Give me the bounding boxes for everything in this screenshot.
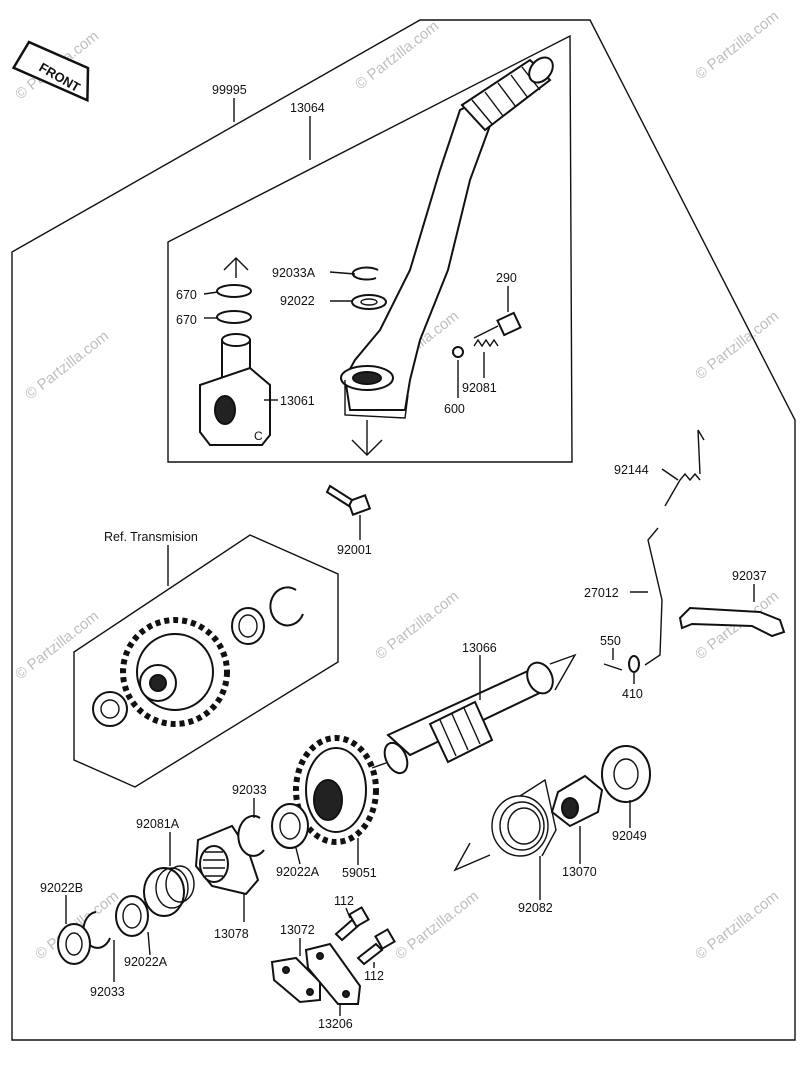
watermark: © Partzilla.com — [352, 18, 442, 94]
label-13061: 13061 — [280, 394, 315, 408]
return-spring-92144 — [664, 429, 705, 507]
bolt-112-upper — [334, 906, 370, 942]
label-670-lower: 670 — [176, 313, 197, 327]
label-92022a-upper: 92022A — [276, 865, 320, 879]
label-600: 600 — [444, 402, 465, 416]
guide-13070 — [550, 774, 604, 828]
label-290: 290 — [496, 271, 517, 285]
spring-92081a — [143, 865, 195, 917]
bushing-92049 — [601, 745, 651, 803]
leader-line — [661, 468, 679, 481]
label-112-lower: 112 — [364, 969, 384, 983]
cotter-pin-550 — [603, 663, 623, 671]
o-ring-670-upper — [216, 284, 252, 298]
label-410: 410 — [622, 687, 643, 701]
label-13206: 13206 — [318, 1017, 353, 1031]
spring-axis — [453, 842, 491, 872]
transmission-circlip — [269, 586, 304, 627]
plate-13206 — [304, 942, 362, 1005]
kick-pedal-rubber-grip — [460, 56, 554, 132]
label-92022b: 92022B — [40, 881, 83, 895]
watermark: © Partzilla.com — [692, 308, 782, 384]
transmission-washer — [92, 691, 128, 727]
label-550: 550 — [600, 634, 621, 648]
washer-92022a-upper — [271, 803, 309, 849]
watermark: © Partzilla.com — [392, 888, 482, 964]
leader-line — [329, 271, 356, 275]
watermark: © Partzilla.com — [372, 588, 462, 664]
axis-arrow — [223, 257, 249, 271]
label-92022a-lower: 92022A — [124, 955, 168, 969]
transmission-reference-box — [73, 534, 339, 788]
label-92033-upper: 92033 — [232, 783, 267, 797]
kick-shaft-13066 — [383, 661, 554, 775]
label-13070: 13070 — [562, 865, 597, 879]
label-13072: 13072 — [280, 923, 315, 937]
kick-shaft-13061: C — [199, 333, 271, 446]
rod-27012 — [644, 527, 663, 666]
watermark: © Partzilla.com — [12, 608, 102, 684]
washer-92022 — [351, 294, 387, 310]
label-112-upper: 112 — [334, 894, 354, 908]
label-92037: 92037 — [732, 569, 767, 583]
o-ring-670-lower — [216, 310, 252, 324]
kick-pedal-lever — [340, 98, 497, 419]
washer-92022a-lower — [115, 895, 149, 937]
axis-arrow — [351, 439, 383, 456]
washer-410 — [628, 655, 640, 673]
leader-line — [345, 907, 351, 919]
label-92082: 92082 — [518, 901, 553, 915]
leader-line — [147, 931, 151, 956]
leader-line — [203, 291, 219, 295]
label-92001: 92001 — [337, 543, 372, 557]
spring-92081 — [473, 325, 499, 348]
label-13078: 13078 — [214, 927, 249, 941]
watermark: © Partzilla.com — [22, 328, 112, 404]
circlip-92033-upper — [237, 815, 265, 857]
label-ref-transmission: Ref. Transmision — [104, 530, 198, 544]
bolt-112-lower — [356, 928, 396, 966]
transmission-gear — [120, 617, 230, 727]
label-99995: 99995 — [212, 83, 247, 97]
circlip-92033a — [351, 266, 379, 281]
lever-92037 — [678, 606, 786, 638]
label-92033a: 92033A — [272, 266, 316, 280]
label-92033-lower: 92033 — [90, 985, 125, 999]
svg-text:C: C — [254, 429, 263, 443]
plate-13072 — [270, 956, 321, 1004]
steel-ball-600 — [452, 346, 464, 358]
kick-starter-assembly-outline — [11, 19, 796, 1041]
label-59051: 59051 — [342, 866, 377, 880]
washer-92022b — [57, 923, 91, 965]
torsion-spring-92082 — [491, 778, 557, 857]
label-13064: 13064 — [290, 101, 325, 115]
ratchet-13078 — [194, 824, 260, 896]
plunger-cap-290 — [496, 311, 522, 337]
label-92049: 92049 — [612, 829, 647, 843]
label-27012: 27012 — [584, 586, 619, 600]
watermark: © Partzilla.com — [692, 888, 782, 964]
kick-gear-59051 — [293, 735, 379, 845]
label-13066: 13066 — [462, 641, 497, 655]
shaft-axis — [371, 653, 577, 769]
label-92144: 92144 — [614, 463, 649, 477]
watermark-layer: © Partzilla.com © Partzilla.com © Partzi… — [12, 8, 782, 964]
kick-pedal-assembly-box — [167, 34, 573, 463]
label-92081a: 92081A — [136, 817, 180, 831]
bolt-92001 — [325, 484, 372, 516]
part-labels: 99995 13064 670 670 92033A 92022 290 130… — [40, 83, 767, 1031]
label-670-upper: 670 — [176, 288, 197, 302]
label-92081: 92081 — [462, 381, 497, 395]
transmission-bushing — [231, 607, 265, 645]
label-92022: 92022 — [280, 294, 315, 308]
watermark: © Partzilla.com — [692, 8, 782, 84]
leader-line — [295, 847, 301, 865]
